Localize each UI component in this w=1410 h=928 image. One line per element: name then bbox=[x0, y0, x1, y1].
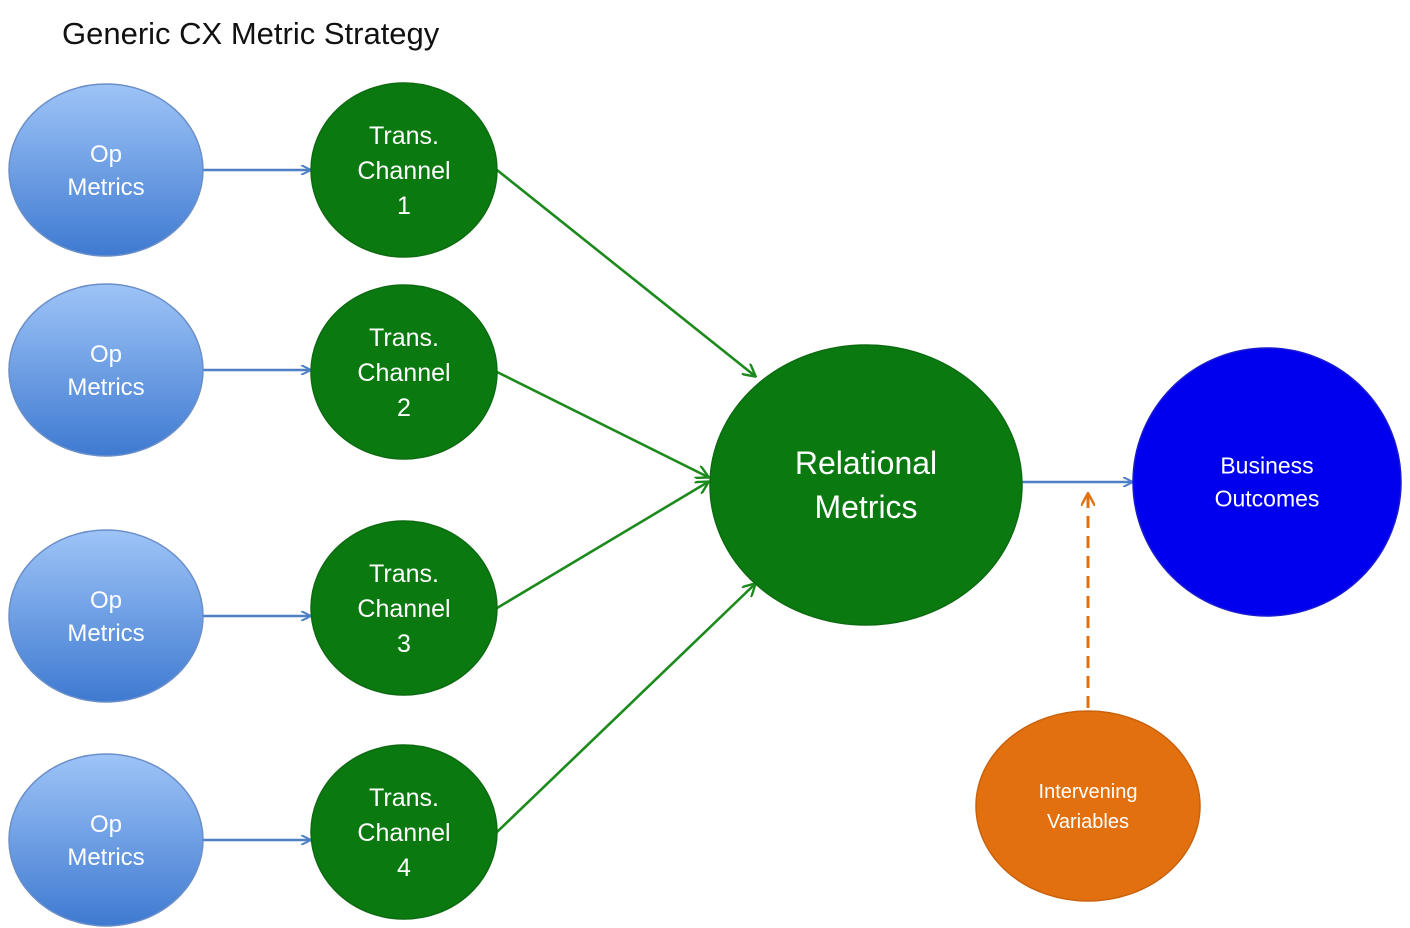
business-outcomes-node-label-line: Business bbox=[1220, 453, 1313, 479]
channel-node-4-label-line: Channel bbox=[357, 819, 450, 847]
channel-node-4: Trans. Channel 4 bbox=[310, 744, 498, 920]
channel-node-2: Trans. Channel 2 bbox=[310, 284, 498, 460]
channel-node-4-label-line: Trans. bbox=[369, 784, 439, 812]
channel-node-3-label-line: Trans. bbox=[369, 560, 439, 588]
edge-channel-4-to-relational bbox=[496, 584, 755, 833]
op-metrics-node-3-label-line: Metrics bbox=[67, 620, 144, 647]
op-metrics-node-3-shape bbox=[8, 529, 204, 703]
channel-node-1: Trans. Channel 1 bbox=[310, 82, 498, 258]
channel-node-3-label-line: Channel bbox=[357, 595, 450, 623]
channel-node-2-shape bbox=[310, 284, 498, 460]
channel-node-4-label-line: 4 bbox=[397, 854, 411, 882]
channel-node-3-label-line: 3 bbox=[397, 630, 411, 658]
channel-node-1-label-line: Trans. bbox=[369, 122, 439, 150]
relational-metrics-node-shape bbox=[709, 344, 1023, 626]
op-metrics-node-1-shape bbox=[8, 83, 204, 257]
op-metrics-node-4-label-line: Op bbox=[90, 811, 122, 838]
op-metrics-node-2-label-line: Metrics bbox=[67, 374, 144, 401]
business-outcomes-node-shape bbox=[1132, 347, 1402, 617]
channel-node-1-shape bbox=[310, 82, 498, 258]
edge-channel-1-to-relational bbox=[496, 168, 755, 376]
intervening-variables-node-label-line: Variables bbox=[1047, 811, 1129, 833]
channel-node-3-shape bbox=[310, 520, 498, 696]
channel-node-4-shape bbox=[310, 744, 498, 920]
intervening-variables-node-label-line: Intervening bbox=[1039, 781, 1138, 803]
op-metrics-node-4-label-line: Metrics bbox=[67, 844, 144, 871]
channel-node-3: Trans. Channel 3 bbox=[310, 520, 498, 696]
channel-node-1-label-line: 1 bbox=[397, 192, 411, 220]
op-metrics-node-1-label-line: Metrics bbox=[67, 174, 144, 201]
op-metrics-node-2-shape bbox=[8, 283, 204, 457]
op-metrics-node-1-label-line: Op bbox=[90, 141, 122, 168]
edge-channel-2-to-relational bbox=[496, 370, 708, 477]
op-metrics-node-4-shape bbox=[8, 753, 204, 927]
channel-node-2-label-line: Channel bbox=[357, 359, 450, 387]
edge-channel-3-to-relational bbox=[496, 482, 708, 610]
op-metrics-node-2-label-line: Op bbox=[90, 341, 122, 368]
intervening-variables-node-shape bbox=[975, 710, 1201, 902]
diagram-title: Generic CX Metric Strategy bbox=[62, 16, 440, 51]
channel-node-1-label-line: Channel bbox=[357, 157, 450, 185]
channel-node-2-label-line: Trans. bbox=[369, 324, 439, 352]
business-outcomes-node-label-line: Outcomes bbox=[1215, 486, 1320, 512]
relational-metrics-node-label-line: Metrics bbox=[814, 489, 917, 525]
relational-metrics-node-label-line: Relational bbox=[795, 445, 937, 481]
op-metrics-node-3-label-line: Op bbox=[90, 587, 122, 614]
channel-node-2-label-line: 2 bbox=[397, 394, 411, 422]
